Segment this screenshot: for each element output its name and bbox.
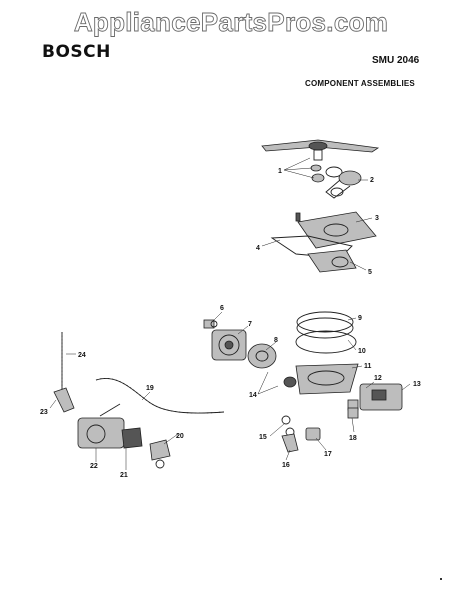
callout-17: 17 <box>324 451 332 458</box>
watermark-text: AppliancePartsPros.com <box>74 7 388 37</box>
callout-3: 3 <box>375 215 379 222</box>
model-number: SMU 2046 <box>372 55 420 66</box>
callout-labels: 1 2 3 4 5 6 7 8 9 10 11 12 13 14 15 16 1… <box>40 168 421 479</box>
corrugated-hose <box>95 378 225 414</box>
callout-2: 2 <box>370 177 374 184</box>
corner-mark <box>440 578 442 580</box>
callout-11: 11 <box>364 363 372 370</box>
callout-19: 19 <box>146 385 154 392</box>
callout-7: 7 <box>248 321 252 328</box>
callout-10: 10 <box>358 348 366 355</box>
impeller-housing-part <box>247 343 277 369</box>
callout-18: 18 <box>349 435 357 442</box>
callout-8: 8 <box>274 337 278 344</box>
drain-hose-left <box>53 332 75 413</box>
callout-1: 1 <box>278 168 282 175</box>
callout-23: 23 <box>40 409 48 416</box>
callout-14: 14 <box>249 392 257 399</box>
callout-15: 15 <box>259 434 267 441</box>
filter-cup-part <box>325 170 362 199</box>
callout-20: 20 <box>176 433 184 440</box>
hose-clamps <box>149 439 171 469</box>
sump-assembly <box>283 311 359 395</box>
seal-part <box>203 319 218 329</box>
brand-logo: BOSCH <box>42 42 111 62</box>
callout-16: 16 <box>282 462 290 469</box>
callout-6: 6 <box>220 305 224 312</box>
leader-lines <box>49 157 411 470</box>
callout-21: 21 <box>120 472 128 479</box>
callout-12: 12 <box>374 375 382 382</box>
callout-24: 24 <box>78 352 86 359</box>
callout-9: 9 <box>358 315 362 322</box>
filter-assembly <box>270 211 377 273</box>
drain-pump-assembly <box>77 403 143 449</box>
section-title: COMPONENT ASSEMBLIES <box>305 79 415 88</box>
callout-5: 5 <box>368 269 372 276</box>
callout-4: 4 <box>256 245 260 252</box>
callout-22: 22 <box>90 463 98 470</box>
callout-13: 13 <box>413 381 421 388</box>
spray-arm-assembly <box>261 139 380 183</box>
pump-motor-part <box>211 329 247 361</box>
small-fittings <box>281 407 359 453</box>
valve-assembly <box>347 383 403 411</box>
